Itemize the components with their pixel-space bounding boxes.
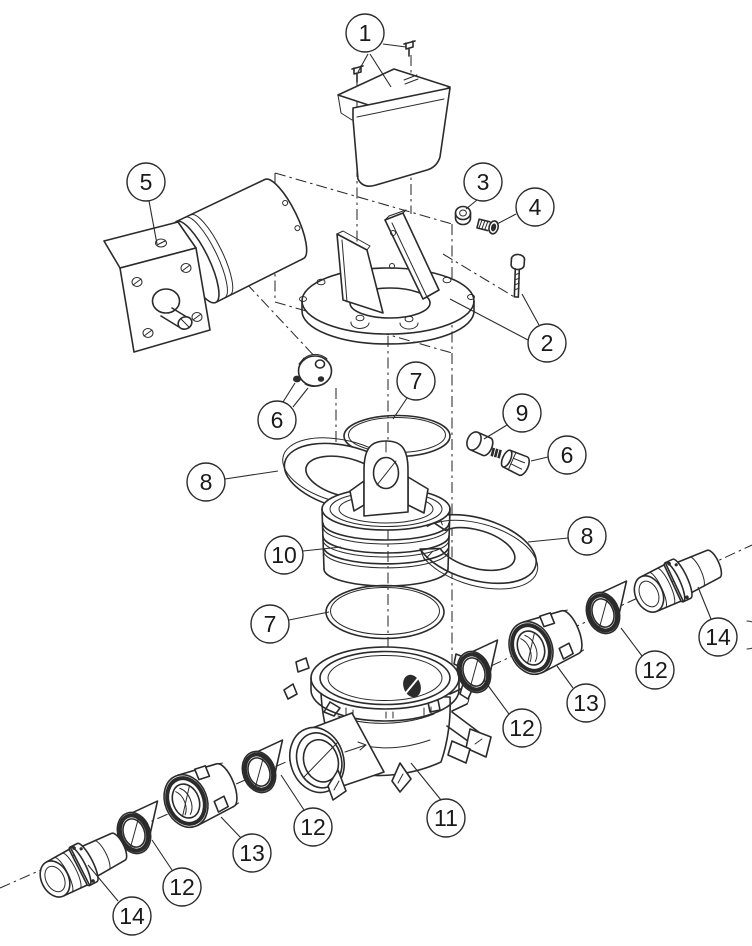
balloon-number: 1 [359, 20, 372, 46]
callout-3-hex-nut: 3 [463, 162, 503, 210]
callout-13-union-nut-left: 13 [220, 816, 272, 873]
callout-5-gear-motor: 5 [126, 162, 166, 245]
balloon-number: 4 [529, 194, 542, 220]
balloon-circle [112, 896, 152, 936]
balloon-number: 12 [169, 874, 195, 900]
balloon-circle [515, 187, 555, 227]
balloon-circle [502, 393, 542, 433]
valve-body [283, 646, 492, 801]
balloon-number: 7 [410, 368, 423, 394]
callout-8-retaining-clamp-left: 8 [186, 462, 279, 502]
balloon-number: 12 [642, 657, 668, 683]
motor-bracket [299, 209, 475, 345]
balloon-number: 10 [271, 542, 297, 568]
hex-bolt [500, 449, 531, 477]
callout-12-port-gasket-right-outer: 12 [620, 627, 675, 690]
callout-12-port-gasket-right-inner: 12 [483, 679, 542, 748]
balloon-circle [502, 708, 542, 748]
set-screw [293, 375, 301, 383]
gear-motor [103, 178, 308, 353]
callout-1-cover-plate-and-screws: 1 [345, 13, 407, 88]
clipped-callout-arc [746, 620, 752, 650]
o-ring-lower [325, 584, 445, 640]
balloon-circle [698, 617, 738, 657]
callout-7-o-ring-upper: 7 [392, 361, 436, 420]
balloon-circle [250, 604, 290, 644]
callout-11-valve-body: 11 [410, 762, 466, 838]
balloon-circle [293, 807, 333, 847]
spacer-bushing [466, 431, 494, 457]
callout-6-set-screw-and-coupling: 6 [257, 382, 309, 440]
balloon-number: 11 [434, 805, 458, 831]
balloon-circle [566, 683, 606, 723]
balloon-number: 14 [119, 903, 145, 929]
balloon-number: 12 [300, 814, 326, 840]
cover-screws [351, 40, 416, 83]
balloon-circle [232, 833, 272, 873]
balloon-number: 3 [477, 169, 490, 195]
diverter-rotor [321, 440, 451, 587]
bracket-screw [510, 253, 526, 298]
callout-7-o-ring-lower: 7 [250, 604, 330, 644]
balloon-number: 12 [509, 715, 535, 741]
balloon-circle [186, 462, 226, 502]
balloon-number: 9 [516, 400, 529, 426]
balloon-number: 8 [200, 469, 213, 495]
port-gasket-right-outer [578, 579, 644, 641]
callout-10-diverter-rotor: 10 [264, 535, 342, 575]
balloon-circle [162, 867, 202, 907]
callout-12-port-gasket-left-outer: 12 [151, 839, 202, 907]
cover-plate [337, 68, 451, 187]
balloon-number: 14 [705, 624, 731, 650]
callout-13-union-nut-right: 13 [556, 665, 606, 723]
balloon-number: 13 [239, 840, 265, 866]
callout-9-spacer-bushing: 9 [483, 393, 542, 440]
balloon-circle [567, 516, 607, 556]
balloon-circle [257, 400, 297, 440]
hose-adapter-left [32, 824, 134, 906]
callout-6-hex-bolt: 6 [530, 435, 587, 475]
balloon-number: 2 [541, 330, 554, 356]
balloon-circle [396, 361, 436, 401]
machine-screw [476, 218, 500, 235]
balloon-circle [527, 323, 567, 363]
hose-adapter-right [626, 541, 729, 620]
callout-14-hose-adapter-right: 14 [697, 586, 738, 657]
balloon-number: 8 [581, 523, 594, 549]
union-nut-left [154, 754, 246, 836]
callout-2-bracket-screw: 2 [449, 293, 567, 363]
balloon-circle [264, 535, 304, 575]
callout-4-machine-screw: 4 [496, 187, 555, 227]
port-gasket-left-inner [234, 738, 300, 800]
thread-stud [490, 447, 502, 459]
union-nut-right [499, 601, 591, 683]
balloon-circle [547, 435, 587, 475]
balloon-number: 7 [264, 611, 277, 637]
callout-12-port-gasket-left-inner: 12 [280, 774, 333, 847]
callout-14-hose-adapter-left: 14 [87, 864, 152, 936]
balloon-number: 6 [561, 442, 574, 468]
balloon-number: 13 [573, 690, 599, 716]
balloon-number: 5 [140, 169, 153, 195]
callout-8-retaining-clamp-right: 8 [527, 516, 607, 556]
shaft-coupling [297, 353, 333, 387]
balloon-circle [635, 650, 675, 690]
balloon-circle [345, 13, 385, 53]
hex-nut [454, 205, 472, 226]
balloon-circle [426, 798, 466, 838]
balloon-number: 6 [271, 407, 284, 433]
balloon-circle [126, 162, 166, 202]
balloon-circle [463, 162, 503, 202]
